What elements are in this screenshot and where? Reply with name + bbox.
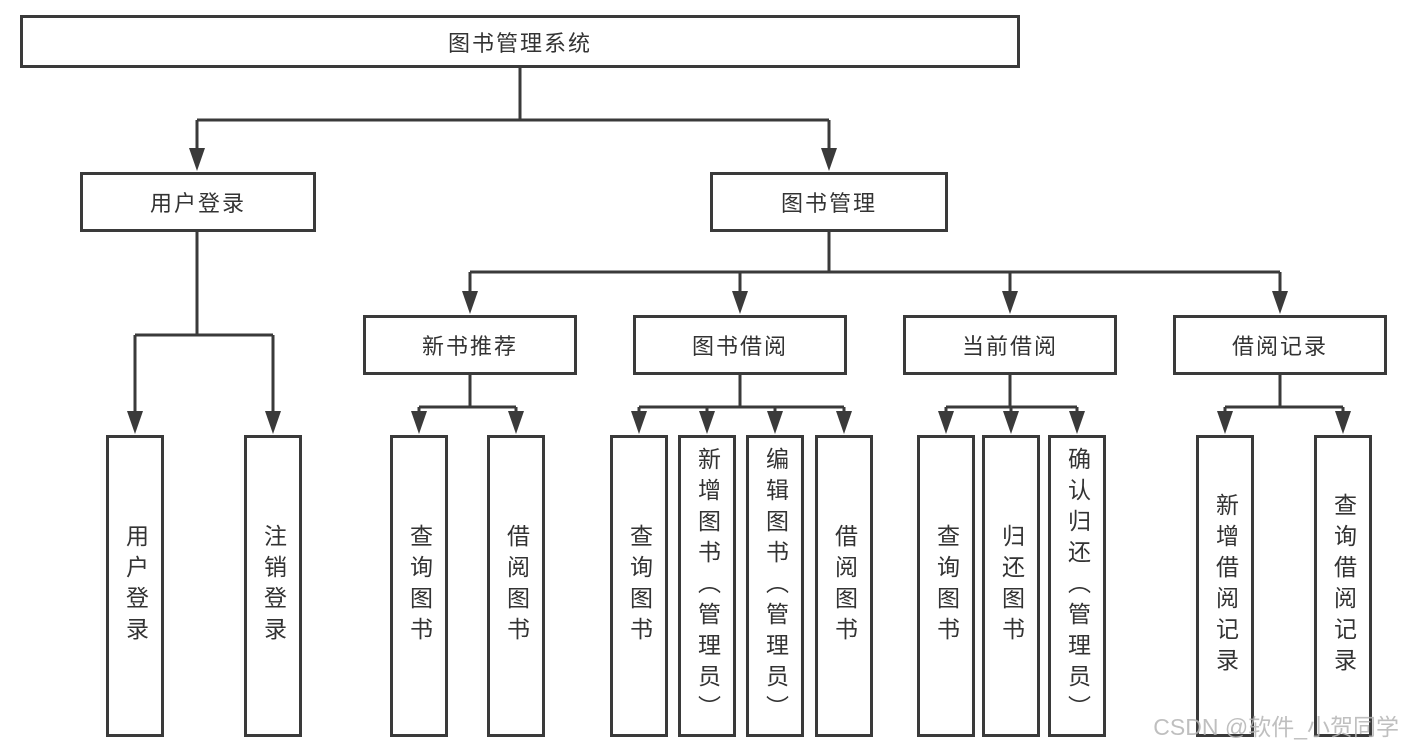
leaf-label: 查询图书: [933, 524, 960, 648]
node-new-book-recommendation: 新书推荐: [363, 315, 577, 375]
leaf-query-borrow-record: 查询借阅记录: [1314, 435, 1372, 737]
leaf-edit-book-admin: 编辑图书（管理员）: [746, 435, 804, 737]
leaf-logout: 注销登录: [244, 435, 302, 737]
node-library-management-system: 图书管理系统: [20, 15, 1020, 68]
arrowheads: [127, 148, 1351, 434]
watermark-text: CSDN @软件_小贺同学: [1153, 714, 1399, 740]
leaf-label: 查询借阅记录: [1330, 493, 1357, 679]
leaf-label: 注销登录: [260, 524, 287, 648]
leaf-return-books: 归还图书: [982, 435, 1040, 737]
leaf-label: 借阅图书: [503, 524, 530, 648]
leaf-query-books-recommend: 查询图书: [390, 435, 448, 737]
leaf-borrow-books-recommend: 借阅图书: [487, 435, 545, 737]
leaf-label: 借阅图书: [831, 524, 858, 648]
node-borrowing-records: 借阅记录: [1173, 315, 1387, 375]
leaf-borrow-books-borrowing: 借阅图书: [815, 435, 873, 737]
leaf-query-books-current: 查询图书: [917, 435, 975, 737]
leaf-label: 编辑图书（管理员）: [762, 446, 789, 726]
leaf-label: 查询图书: [406, 524, 433, 648]
leaf-user-login: 用户登录: [106, 435, 164, 737]
leaf-label: 确认归还（管理员）: [1064, 446, 1091, 726]
node-user-login: 用户登录: [80, 172, 316, 232]
leaf-label: 用户登录: [122, 524, 149, 648]
leaf-label: 归还图书: [998, 524, 1025, 648]
leaf-confirm-return-admin: 确认归还（管理员）: [1048, 435, 1106, 737]
leaf-query-books-borrowing: 查询图书: [610, 435, 668, 737]
leaf-label: 新增借阅记录: [1212, 493, 1239, 679]
node-book-borrowing: 图书借阅: [633, 315, 847, 375]
leaf-add-book-admin: 新增图书（管理员）: [678, 435, 736, 737]
leaf-label: 新增图书（管理员）: [694, 446, 721, 726]
leaf-add-borrow-record: 新增借阅记录: [1196, 435, 1254, 737]
node-book-management: 图书管理: [710, 172, 948, 232]
leaf-label: 查询图书: [626, 524, 653, 648]
node-current-borrowing: 当前借阅: [903, 315, 1117, 375]
